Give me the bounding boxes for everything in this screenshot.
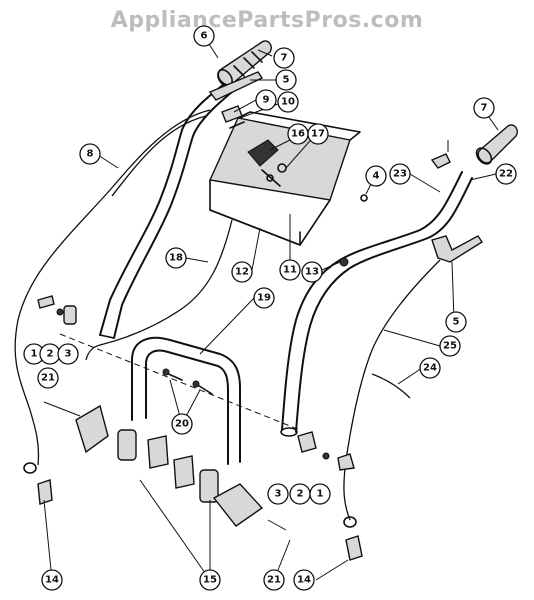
right-bracket [212, 483, 287, 531]
svg-text:14: 14 [297, 575, 311, 586]
callout-22: 22 [495, 163, 517, 185]
callout-1-right: 1 [309, 483, 331, 505]
callout-14-left: 14 [41, 569, 63, 591]
svg-text:22: 22 [499, 169, 513, 180]
callout-4: 4 [365, 165, 387, 187]
svg-text:18: 18 [169, 253, 183, 264]
right-washers [297, 431, 355, 471]
svg-text:25: 25 [443, 341, 457, 352]
callout-12: 12 [231, 261, 253, 283]
svg-text:1: 1 [317, 489, 324, 500]
callout-13: 13 [301, 261, 323, 283]
right-control-lever [430, 140, 483, 263]
callout-17: 17 [307, 123, 329, 145]
callout-3-right: 3 [267, 483, 289, 505]
left-cable-end [23, 462, 53, 505]
callout-3-left: 3 [57, 343, 79, 365]
svg-text:14: 14 [45, 575, 59, 586]
svg-text:19: 19 [257, 293, 271, 304]
right-hand-grip [475, 124, 518, 165]
svg-text:7: 7 [281, 53, 288, 64]
callout-7-right: 7 [473, 97, 495, 119]
callout-23: 23 [389, 163, 411, 185]
callout-11: 11 [279, 259, 301, 281]
svg-text:21: 21 [267, 575, 281, 586]
left-washers [37, 295, 77, 325]
svg-text:11: 11 [283, 265, 297, 276]
left-handle-tube [99, 77, 245, 339]
callout-24: 24 [419, 357, 441, 379]
callout-14-right: 14 [293, 569, 315, 591]
callout-8: 8 [79, 143, 101, 165]
right-cable-end [343, 516, 363, 561]
bushings [117, 429, 219, 503]
callout-18: 18 [165, 247, 187, 269]
cable-8 [14, 109, 211, 466]
callout-15: 15 [199, 569, 221, 591]
control-panel [208, 111, 361, 246]
callout-2-right: 2 [289, 483, 311, 505]
svg-text:9: 9 [263, 95, 270, 106]
svg-text:21: 21 [41, 373, 55, 384]
svg-text:5: 5 [453, 317, 460, 328]
callout-5-left: 5 [275, 69, 297, 91]
svg-text:3: 3 [65, 349, 72, 360]
hardware-bolts [339, 194, 368, 267]
cable-25 [343, 259, 441, 521]
callout-9: 9 [255, 89, 277, 111]
left-bracket [43, 401, 109, 454]
callout-21-right: 21 [263, 569, 285, 591]
svg-text:2: 2 [297, 489, 304, 500]
bolts [162, 368, 213, 395]
svg-text:23: 23 [393, 169, 407, 180]
right-handle-tube [280, 171, 473, 437]
svg-text:8: 8 [87, 149, 94, 160]
svg-text:17: 17 [311, 129, 325, 140]
svg-text:15: 15 [203, 575, 217, 586]
svg-text:7: 7 [481, 103, 488, 114]
svg-text:16: 16 [291, 129, 305, 140]
svg-text:24: 24 [423, 363, 437, 374]
svg-text:10: 10 [281, 97, 295, 108]
callout-20: 20 [171, 413, 193, 435]
cable-18 [85, 219, 233, 361]
svg-text:5: 5 [283, 75, 290, 86]
callout-5-right: 5 [445, 311, 467, 333]
callout-7-left: 7 [273, 47, 295, 69]
callout-16: 16 [287, 123, 309, 145]
left-control-lever [208, 71, 264, 101]
assembly-centerline [59, 333, 301, 431]
svg-text:2: 2 [47, 349, 54, 360]
cable-24 [371, 373, 411, 399]
svg-text:6: 6 [201, 31, 208, 42]
callout-25: 25 [439, 335, 461, 357]
cross-brace [131, 336, 241, 465]
callout-2-left: 2 [39, 343, 61, 365]
watermark-text: AppliancePartsPros.com [110, 8, 424, 33]
svg-text:3: 3 [275, 489, 282, 500]
svg-text:13: 13 [305, 267, 319, 278]
leader-lines [43, 35, 499, 581]
left-hand-grip [217, 40, 272, 87]
callout-10: 10 [277, 91, 299, 113]
svg-text:4: 4 [373, 171, 380, 182]
svg-text:12: 12 [235, 267, 249, 278]
callout-6: 6 [193, 25, 215, 47]
svg-text:1: 1 [31, 349, 38, 360]
svg-text:20: 20 [175, 419, 189, 430]
callout-21-left: 21 [37, 367, 59, 389]
callout-19: 19 [253, 287, 275, 309]
